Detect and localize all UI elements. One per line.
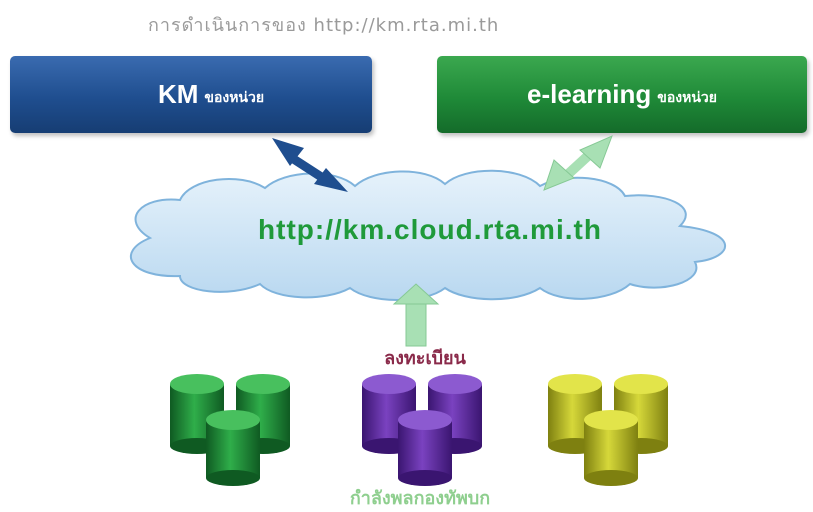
database-icon — [398, 410, 452, 486]
diagram-title: การดำเนินการของ http://km.rta.mi.th — [148, 15, 500, 36]
elearning-box: e-learning ของหน่วย — [437, 56, 807, 133]
elearning-box-label: e-learning — [527, 79, 652, 109]
register-label: ลงทะเบียน — [384, 348, 466, 369]
km-box: KM ของหน่วย — [10, 56, 372, 133]
elearning-box-suffix: ของหน่วย — [657, 89, 717, 106]
olive-db-group — [548, 374, 668, 486]
database-icon — [584, 410, 638, 486]
elearning-cloud-arrow — [543, 135, 613, 191]
army-personnel-label: กำลังพลกองทัพบก — [349, 488, 491, 509]
purple-db-group — [362, 374, 482, 486]
km-cloud-arrow — [272, 138, 348, 192]
cloud-url: http://km.cloud.rta.mi.th — [258, 214, 602, 245]
database-icon — [428, 374, 482, 454]
green-db-group — [170, 374, 290, 486]
database-icon — [206, 410, 260, 486]
km-box-label: KM — [157, 79, 199, 109]
km-box-suffix: ของหน่วย — [204, 89, 265, 106]
register-up-arrow — [392, 283, 440, 347]
